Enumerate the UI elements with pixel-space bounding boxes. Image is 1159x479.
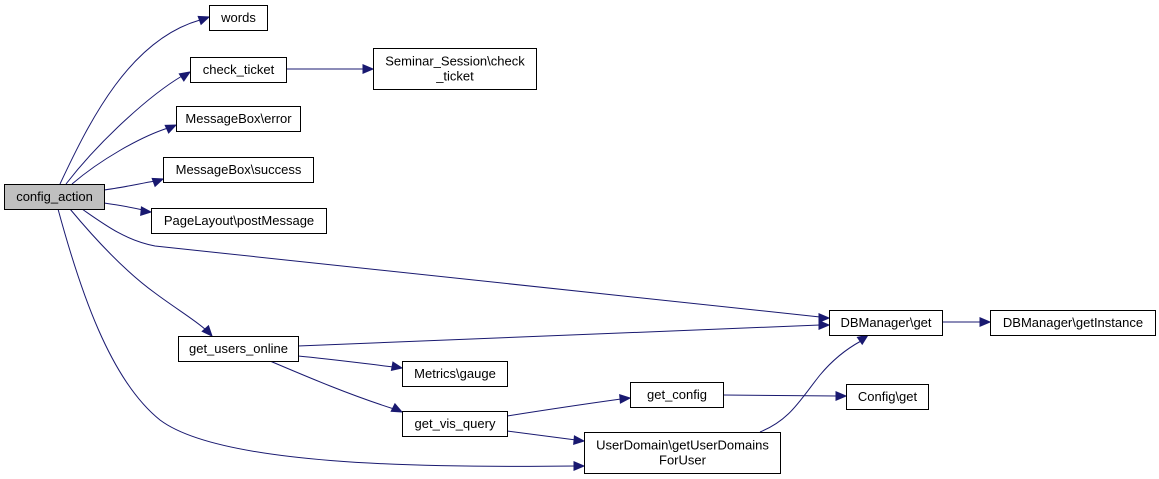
edge-dbmanager-get-to-dbmanager-getinstance <box>942 317 992 327</box>
node-label: Config\get <box>858 389 918 404</box>
edges-layer <box>57 15 992 471</box>
node-config-action[interactable]: config_action <box>4 184 105 210</box>
node-box <box>190 57 287 83</box>
edge-line <box>269 360 395 410</box>
edge-arrowhead <box>390 361 404 371</box>
edge-config-action-to-dbmanager-get <box>81 208 831 323</box>
node-messagebox-success[interactable]: MessageBox\success <box>163 157 314 183</box>
node-label: get_vis_query <box>415 416 496 431</box>
edge-arrowhead <box>573 435 586 445</box>
node-box <box>176 106 301 132</box>
node-label: Seminar_Session\check <box>385 54 525 69</box>
edge-arrowhead <box>197 15 211 26</box>
node-config-get[interactable]: Config\get <box>846 384 929 410</box>
edge-arrowhead <box>619 394 632 404</box>
edge-get-users-online-to-dbmanager-get <box>297 320 831 347</box>
node-box <box>990 310 1156 336</box>
edge-config-action-to-messagebox-success <box>103 177 165 191</box>
node-dbmanager-get[interactable]: DBManager\get <box>829 310 943 336</box>
edge-arrowhead <box>818 320 831 330</box>
edge-line <box>81 208 821 318</box>
edge-line <box>69 208 207 331</box>
edge-check-ticket-to-seminar-check-ticket <box>286 64 375 74</box>
node-label: UserDomain\getUserDomains <box>596 438 769 453</box>
node-box <box>209 5 268 31</box>
node-check-ticket[interactable]: check_ticket <box>190 57 287 83</box>
edge-line <box>722 394 838 397</box>
node-box <box>178 336 299 362</box>
node-label: MessageBox\success <box>176 162 302 177</box>
node-box <box>584 432 781 474</box>
node-words[interactable]: words <box>209 5 268 31</box>
node-dbmanager-getinstance[interactable]: DBManager\getInstance <box>990 310 1156 336</box>
node-label: PageLayout\postMessage <box>164 213 314 228</box>
node-label: DBManager\getInstance <box>1003 315 1143 330</box>
edge-config-action-to-messagebox-error <box>71 124 178 185</box>
edge-arrowhead <box>151 177 165 188</box>
edge-get-users-online-to-metrics-gauge <box>297 355 404 371</box>
edge-arrowhead <box>201 324 213 337</box>
edge-get-vis-query-to-userdomain-getuserdomainsforuser <box>506 430 586 445</box>
node-metrics-gauge[interactable]: Metrics\gauge <box>402 361 508 387</box>
node-box <box>373 48 537 90</box>
node-label: MessageBox\error <box>185 111 292 126</box>
edge-line <box>59 19 201 185</box>
edge-config-action-to-check-ticket <box>65 71 192 185</box>
edge-arrowhead <box>140 206 153 216</box>
edge-arrowhead <box>818 313 831 323</box>
node-box <box>402 411 508 437</box>
node-box <box>829 310 943 336</box>
edge-line <box>65 75 183 185</box>
edge-arrowhead <box>362 64 375 74</box>
edge-line <box>103 180 156 191</box>
edge-line <box>506 430 577 441</box>
edge-config-action-to-get-users-online <box>69 208 213 337</box>
node-get-users-online[interactable]: get_users_online <box>178 336 299 362</box>
node-get-config[interactable]: get_config <box>630 382 724 408</box>
node-seminar-check-ticket[interactable]: Seminar_Session\check_ticket <box>373 48 537 90</box>
edge-arrowhead <box>979 317 992 327</box>
edge-config-action-to-pagelayout-postmessage <box>103 202 153 216</box>
node-box <box>402 361 508 387</box>
edge-arrowhead <box>178 71 192 82</box>
node-pagelayout-postmessage[interactable]: PageLayout\postMessage <box>151 208 327 234</box>
edge-line <box>103 202 144 211</box>
edge-config-action-to-words <box>59 15 211 185</box>
edge-line <box>297 355 395 368</box>
edge-arrowhead <box>390 402 404 413</box>
node-box <box>4 184 105 210</box>
edge-line <box>506 398 622 417</box>
edge-line <box>71 127 169 185</box>
node-box <box>151 208 327 234</box>
edge-get-users-online-to-get-vis-query <box>269 360 404 413</box>
node-label: _ticket <box>435 69 474 84</box>
edge-get-config-to-config-get <box>722 391 848 401</box>
node-label: ForUser <box>659 453 707 468</box>
node-box <box>846 384 929 410</box>
node-label: get_users_online <box>189 341 288 356</box>
edge-arrowhead <box>573 461 586 471</box>
edge-arrowhead <box>164 124 178 134</box>
node-label: DBManager\get <box>840 315 931 330</box>
edge-arrowhead <box>856 334 870 346</box>
edge-line <box>57 208 577 467</box>
edge-line <box>297 324 821 347</box>
node-label: get_config <box>647 387 707 402</box>
nodes-layer: config_action words check_ticket Seminar_Se… <box>4 5 1156 474</box>
node-label: check_ticket <box>203 62 275 77</box>
node-box <box>163 157 314 183</box>
edge-arrowhead <box>835 391 848 401</box>
node-box <box>630 382 724 408</box>
edge-line <box>759 340 862 433</box>
edge-config-action-to-userdomain-getuserdomainsforuser <box>57 208 586 471</box>
node-label: Metrics\gauge <box>414 366 496 381</box>
node-label: words <box>220 10 256 25</box>
node-messagebox-error[interactable]: MessageBox\error <box>176 106 301 132</box>
edge-userdomain-getuserdomainsforuser-to-dbmanager-get <box>759 334 870 433</box>
node-label: config_action <box>16 189 93 204</box>
node-get-vis-query[interactable]: get_vis_query <box>402 411 508 437</box>
edge-get-vis-query-to-get-config <box>506 394 632 417</box>
